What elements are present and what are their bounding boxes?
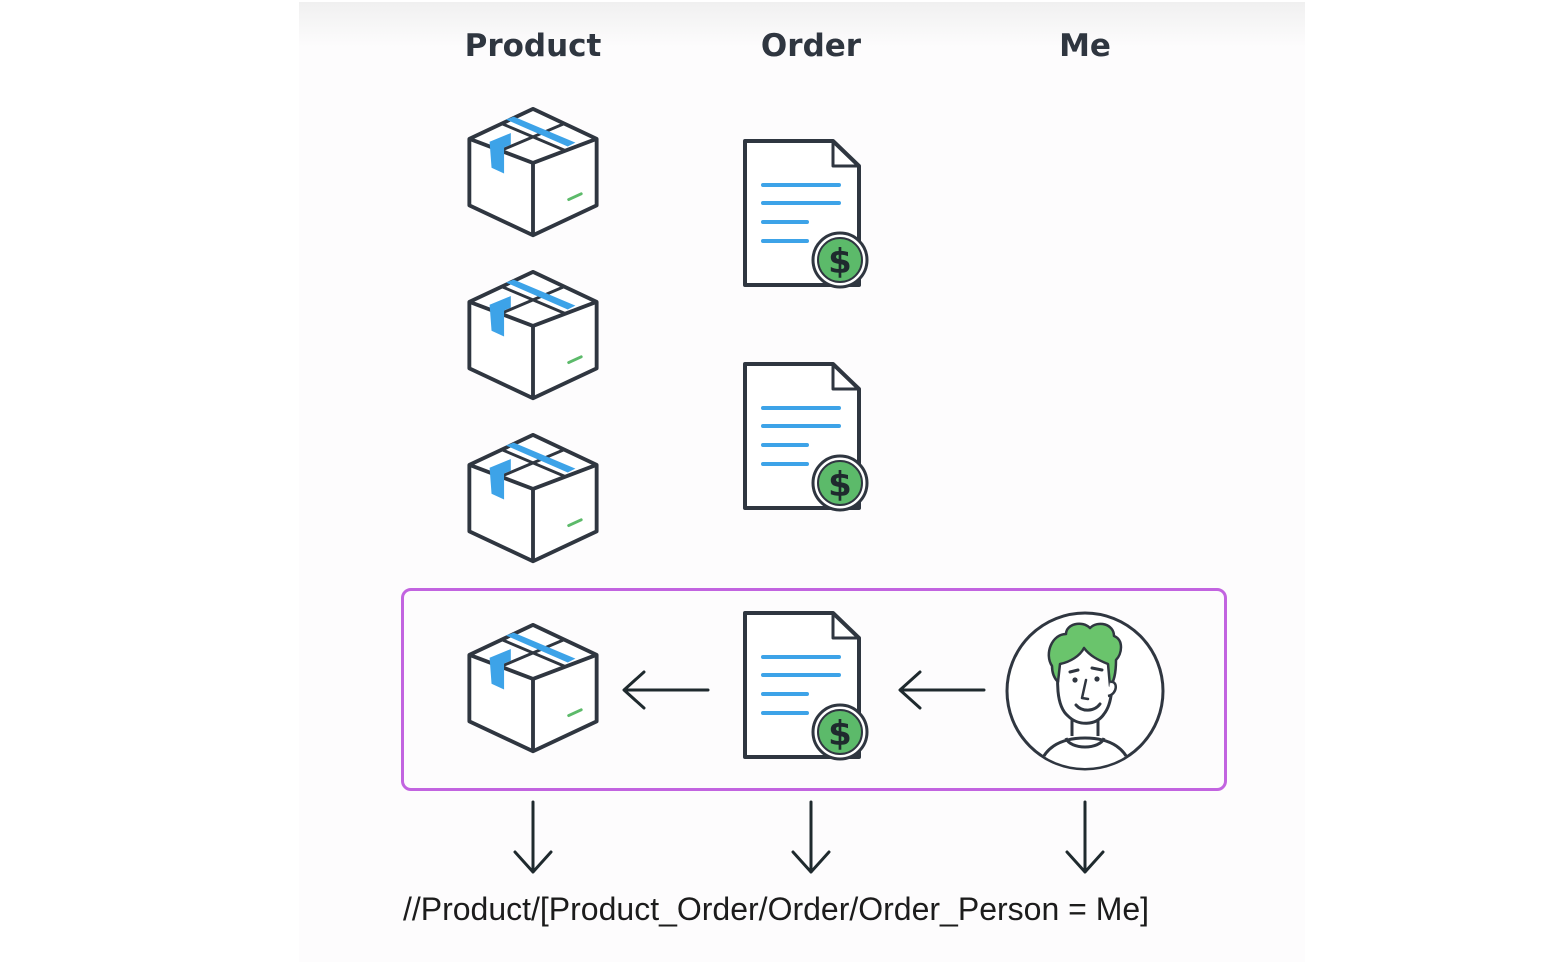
- column-header-me: Me: [1059, 28, 1111, 64]
- arrow-down-icon: [789, 800, 833, 876]
- package-box-icon: [464, 107, 602, 242]
- arrow-down-icon: [511, 800, 555, 876]
- package-box-icon: [464, 623, 602, 758]
- package-box-icon: [464, 270, 602, 405]
- highlighted-path-frame: [401, 588, 1227, 791]
- invoice-document-icon: [743, 611, 873, 761]
- package-box-icon: [464, 433, 602, 568]
- arrow-left-icon: [620, 668, 712, 712]
- invoice-document-icon: [743, 139, 873, 289]
- person-avatar-icon: [1005, 611, 1165, 771]
- column-header-order: Order: [760, 28, 862, 64]
- xpath-expression: //Product/[Product_Order/Order/Order_Per…: [402, 891, 1150, 927]
- column-header-product: Product: [464, 28, 602, 64]
- arrow-left-icon: [896, 668, 988, 712]
- arrow-down-icon: [1063, 800, 1107, 876]
- invoice-document-icon: [743, 362, 873, 512]
